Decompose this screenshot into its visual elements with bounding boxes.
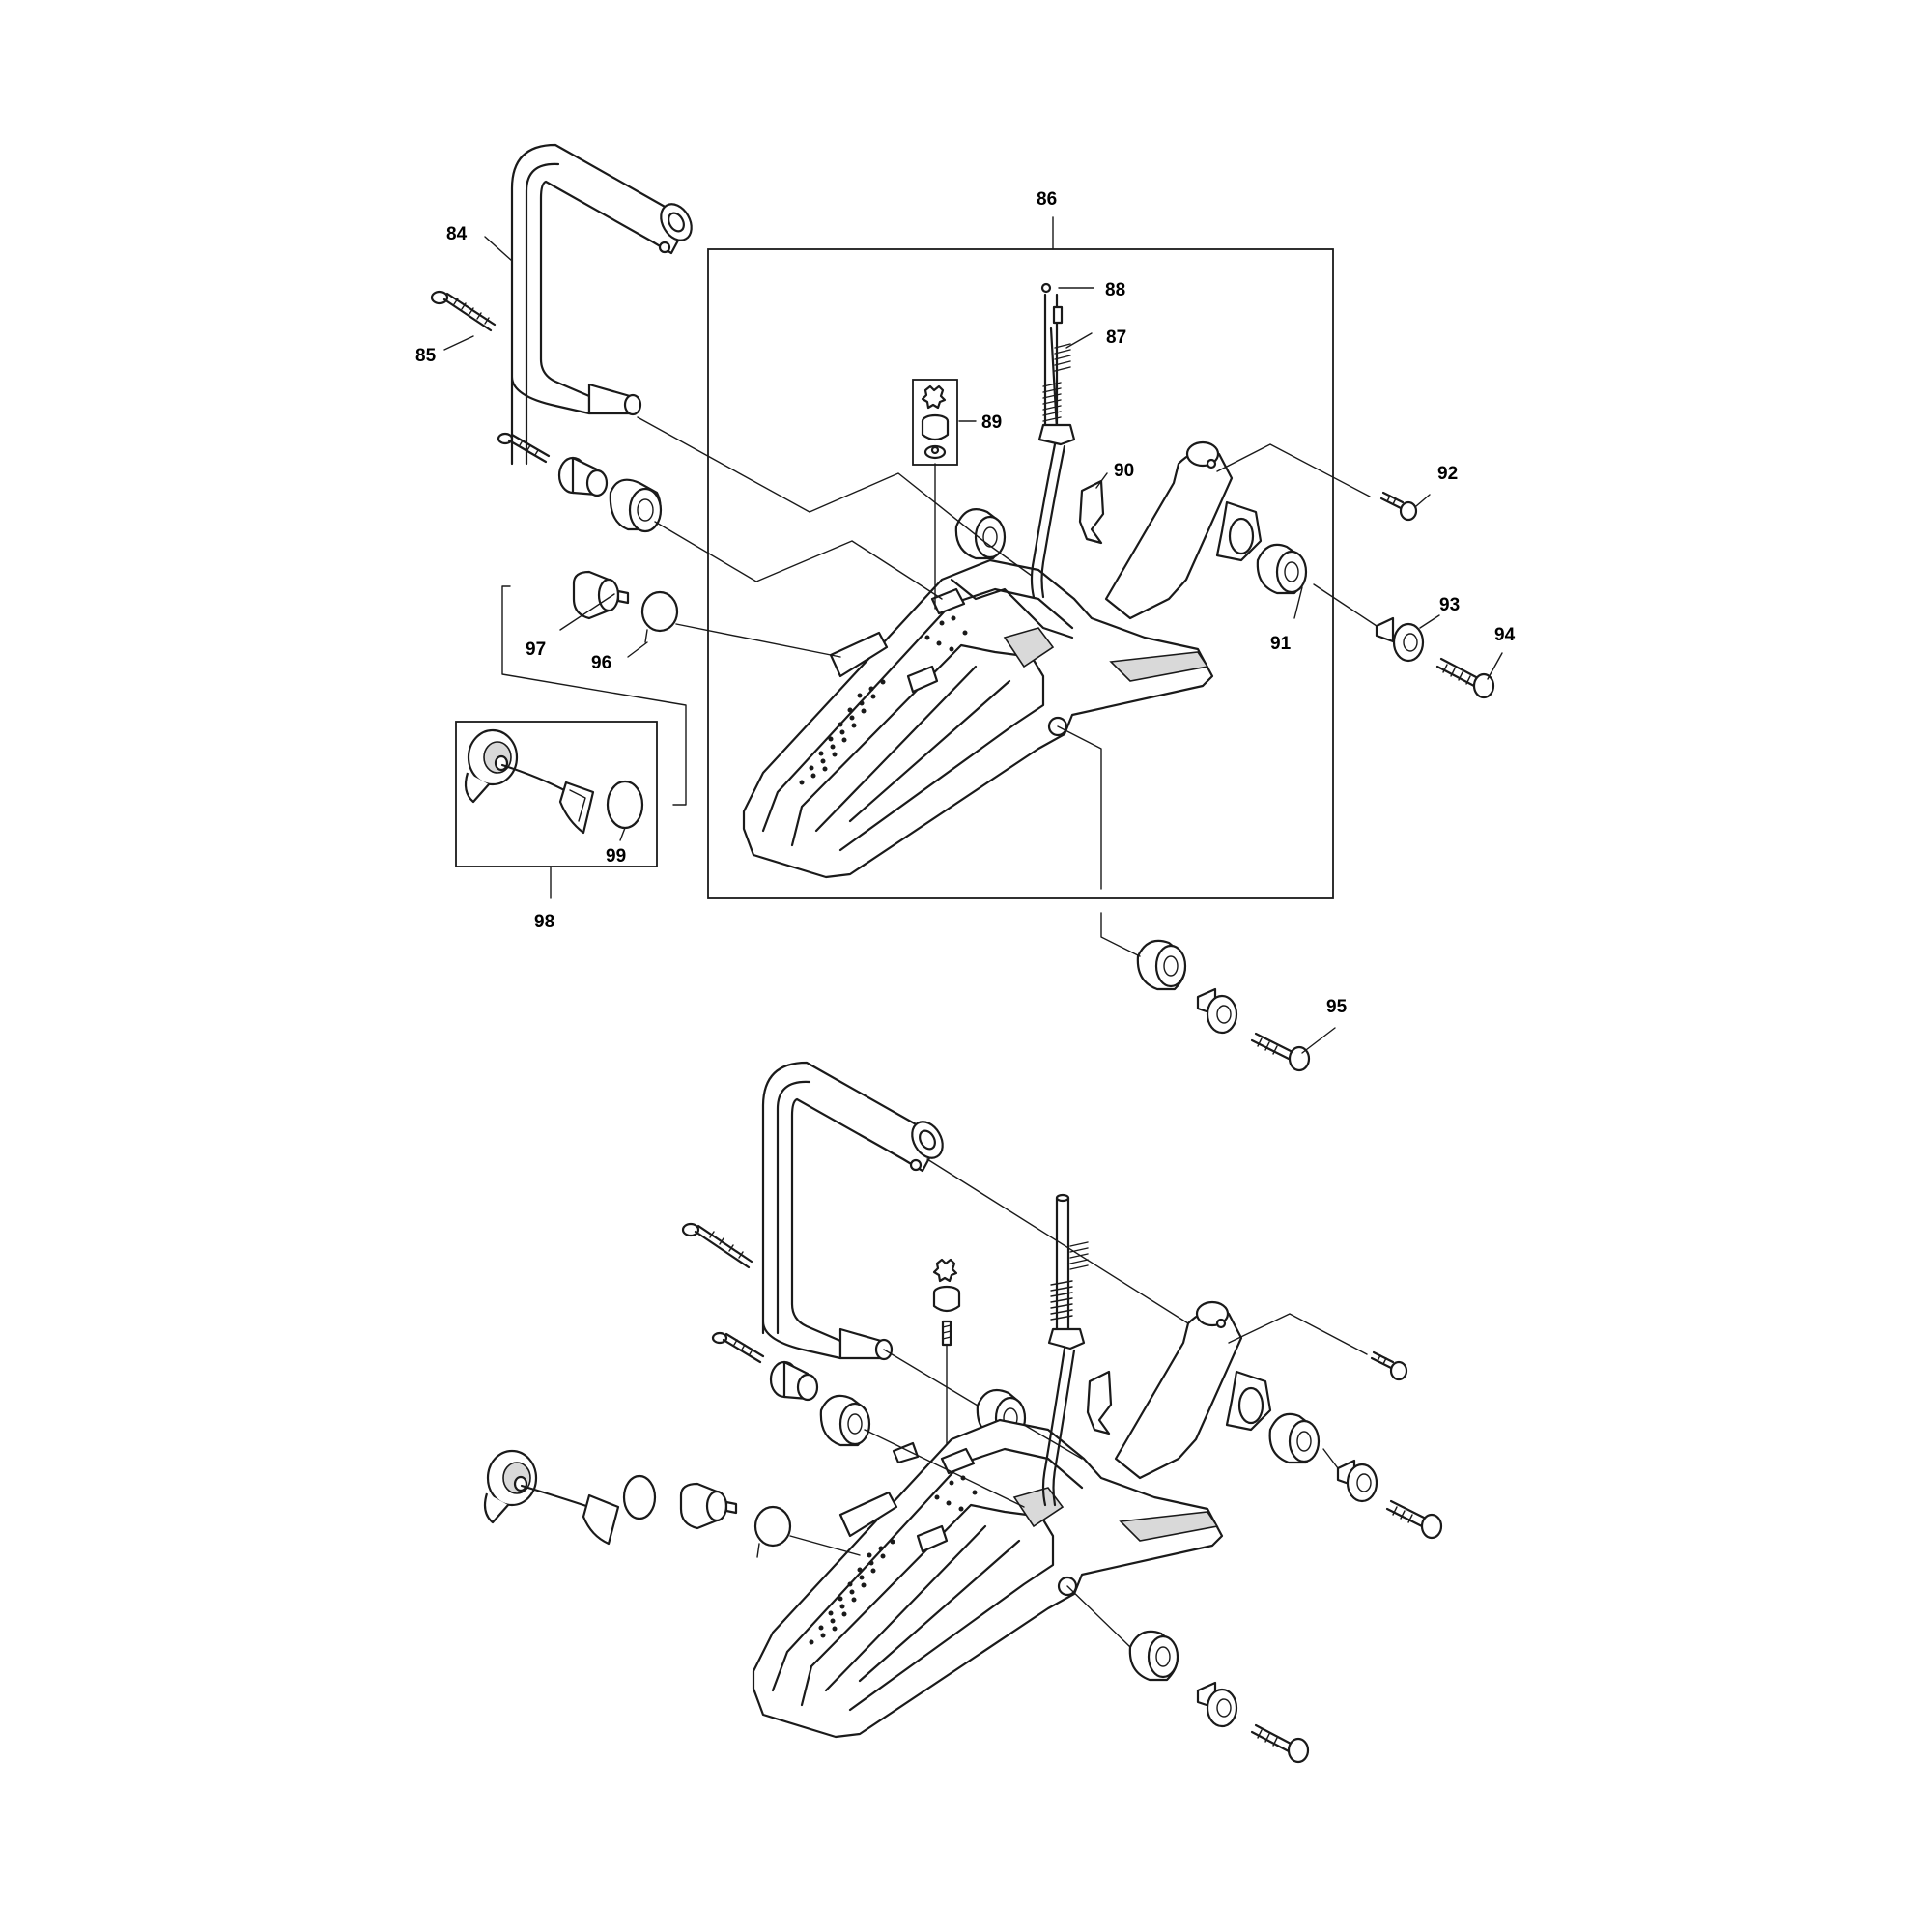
fuel-cap-98 xyxy=(464,728,595,835)
damper-91 xyxy=(1256,543,1308,595)
assembly-lines-lower xyxy=(789,1158,1368,1648)
damper-lower-left xyxy=(819,1394,871,1447)
damper-upper-left xyxy=(609,478,663,533)
filter-97 xyxy=(572,570,630,620)
callout-97: 97 xyxy=(526,639,546,660)
callout-labels: 84 85 86 87 88 89 90 91 92 93 94 95 96 9… xyxy=(415,189,1516,1017)
callout-84: 84 xyxy=(446,224,468,244)
callout-94: 94 xyxy=(1494,625,1516,645)
sleeve-lower xyxy=(892,1258,961,1464)
callout-89: 89 xyxy=(981,412,1002,433)
callout-96: 96 xyxy=(591,653,611,673)
bolt-92 xyxy=(1379,491,1418,522)
callout-88: 88 xyxy=(1105,280,1125,300)
fuel-cap-lower xyxy=(483,1449,792,1558)
sleeve-89 xyxy=(921,384,950,460)
front-bracket-lower xyxy=(1114,1300,1272,1480)
front-handle-lower xyxy=(761,1061,944,1361)
bolt-94 xyxy=(1435,657,1495,699)
screw-lower-1 xyxy=(681,1222,753,1269)
damper-95-group xyxy=(1136,939,1311,1072)
assembly-98-frame xyxy=(455,721,658,867)
assembly-lines-upper xyxy=(637,416,1378,957)
damper-inner-upper xyxy=(954,508,1007,560)
callout-98: 98 xyxy=(534,912,554,932)
screw-85 xyxy=(430,290,497,332)
collar-upper-left xyxy=(557,456,609,497)
strainer-99 xyxy=(606,780,644,830)
damper-bottom-lower xyxy=(1128,1630,1310,1764)
collar-lower-right xyxy=(1336,1459,1378,1503)
callout-99: 99 xyxy=(606,846,626,867)
rear-handle-86 xyxy=(742,558,1214,879)
front-handle-84 xyxy=(510,143,693,466)
callout-86: 86 xyxy=(1037,189,1057,210)
clip-ring-96 xyxy=(640,590,679,643)
assembly-86-frame xyxy=(707,248,1334,899)
leader-lines xyxy=(443,216,1503,1054)
callout-92: 92 xyxy=(1437,464,1458,484)
bracket-97 xyxy=(501,585,687,806)
callout-90: 90 xyxy=(1114,461,1134,481)
callout-87: 87 xyxy=(1106,327,1126,348)
collar-lower-left xyxy=(769,1360,819,1402)
screw-upper-left xyxy=(497,432,551,464)
lever-90 xyxy=(1078,479,1105,545)
callout-91: 91 xyxy=(1270,634,1292,654)
callout-93: 93 xyxy=(1439,595,1460,615)
callout-85: 85 xyxy=(415,346,437,366)
callout-95: 95 xyxy=(1326,997,1348,1017)
bolt-lower-right-2 xyxy=(1385,1499,1443,1540)
throttle-cable-lower xyxy=(1041,1193,1113,1507)
rear-handle-lower xyxy=(752,1418,1224,1739)
collar-93 xyxy=(1375,616,1425,663)
front-bracket-upper xyxy=(1104,440,1263,620)
screw-lower-2 xyxy=(711,1331,765,1364)
bolt-lower-right-1 xyxy=(1370,1350,1408,1381)
throttle-cable-87 xyxy=(1030,282,1076,599)
damper-lower-right xyxy=(1268,1412,1321,1464)
